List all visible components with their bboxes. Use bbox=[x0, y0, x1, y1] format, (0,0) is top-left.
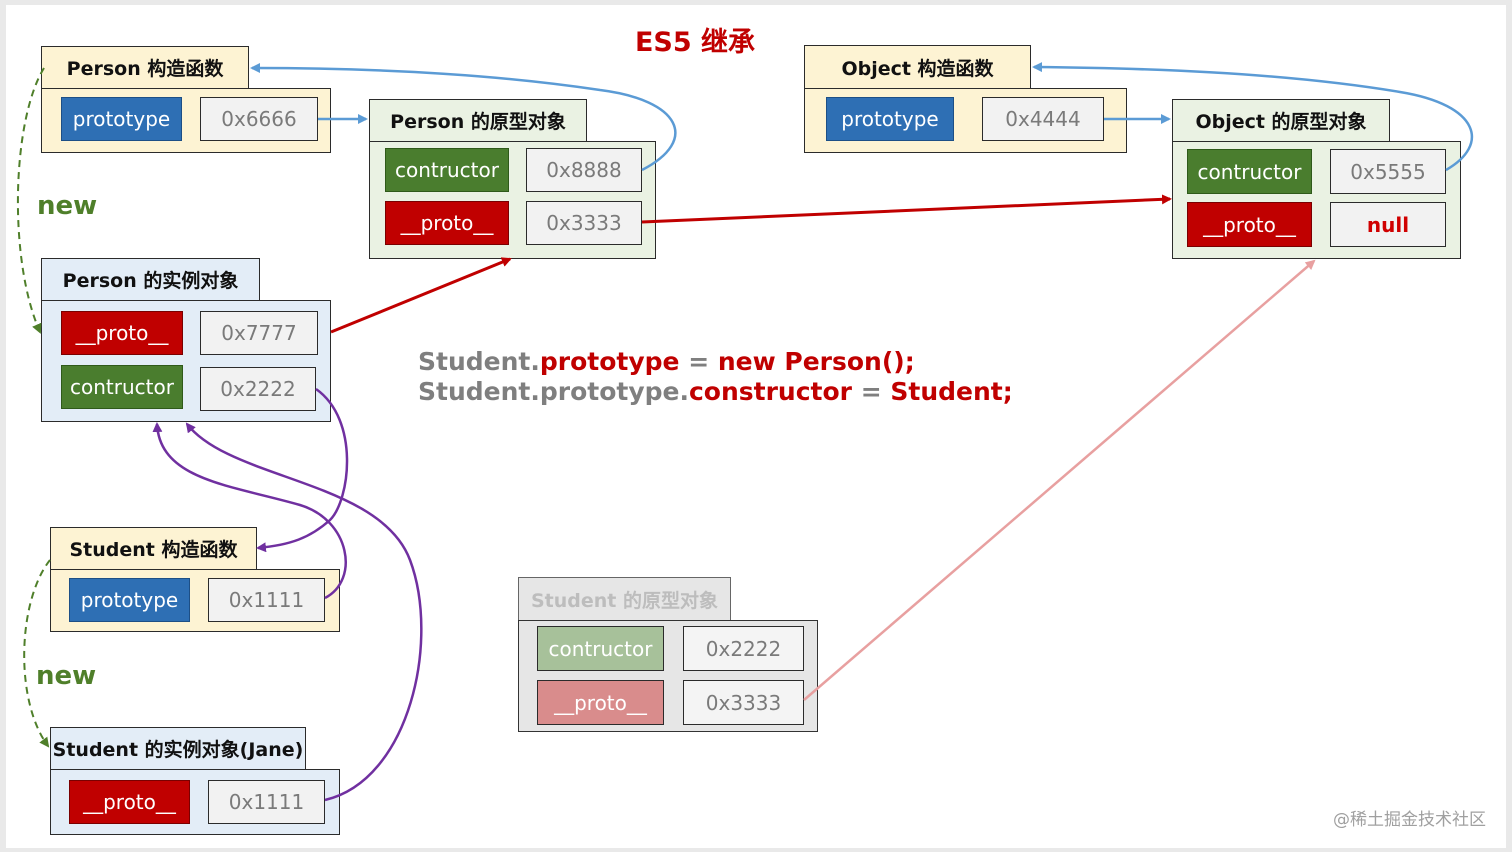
new-label-person: new bbox=[37, 191, 98, 221]
student-ctor-title: Student 构造函数 bbox=[50, 527, 257, 569]
student-proto-proto-value: 0x3333 bbox=[683, 680, 804, 725]
object-ctor-prototype-value: 0x4444 bbox=[982, 97, 1104, 141]
code-line-2: Student.prototype.constructor = Student; bbox=[418, 377, 1013, 406]
student-instance-proto-value: 0x1111 bbox=[208, 780, 325, 824]
person-proto-constructor-key: contructor bbox=[385, 148, 509, 192]
object-proto-title: Object 的原型对象 bbox=[1172, 99, 1390, 141]
person-instance-constructor-value: 0x2222 bbox=[200, 367, 316, 411]
code-annotation: Student.prototype = new Person(); Studen… bbox=[418, 347, 1013, 407]
person-ctor-prototype-key: prototype bbox=[61, 97, 182, 141]
arrow-student-proto-to-object bbox=[803, 259, 1316, 701]
arrow-student-instance-proto-to-instance bbox=[185, 422, 423, 802]
person-ctor-title: Person 构造函数 bbox=[41, 46, 249, 88]
student-proto-title: Student 的原型对象 bbox=[518, 577, 731, 620]
person-instance-proto-value: 0x7777 bbox=[200, 311, 318, 355]
object-proto-proto-value: null bbox=[1330, 202, 1446, 247]
arrow-person-proto-to-object bbox=[641, 194, 1172, 224]
arrow-instance-constructor-to-student bbox=[256, 387, 349, 553]
student-proto-constructor-value: 0x2222 bbox=[683, 626, 804, 671]
arrow-student-prototype-to-instance bbox=[152, 422, 347, 600]
student-ctor-prototype-value: 0x1111 bbox=[208, 578, 325, 622]
arrow-person-constructor bbox=[250, 63, 677, 172]
person-instance-proto-key: __proto__ bbox=[61, 311, 183, 355]
object-proto-constructor-key: contructor bbox=[1187, 149, 1312, 194]
person-proto-proto-key: __proto__ bbox=[385, 201, 509, 245]
object-proto-proto-key: __proto__ bbox=[1187, 202, 1312, 247]
person-proto-title: Person 的原型对象 bbox=[369, 99, 587, 141]
person-instance-title: Person 的实例对象 bbox=[41, 258, 260, 300]
person-proto-proto-value: 0x3333 bbox=[526, 201, 642, 245]
person-instance-constructor-key: contructor bbox=[61, 365, 183, 409]
student-instance-proto-key: __proto__ bbox=[69, 780, 190, 824]
watermark: @稀土掘金技术社区 bbox=[1333, 810, 1486, 830]
object-ctor-title: Object 构造函数 bbox=[804, 45, 1031, 88]
diagram-title: ES5 继承 bbox=[634, 27, 756, 58]
student-ctor-prototype-key: prototype bbox=[69, 578, 190, 622]
code-line-1: Student.prototype = new Person(); bbox=[418, 347, 915, 376]
person-ctor-prototype-value: 0x6666 bbox=[200, 97, 318, 141]
arrow-instance-to-person-proto bbox=[330, 257, 512, 334]
new-label-student: new bbox=[36, 661, 97, 691]
object-proto-constructor-value: 0x5555 bbox=[1330, 149, 1446, 194]
person-proto-constructor-value: 0x8888 bbox=[526, 148, 642, 192]
student-proto-proto-key: __proto__ bbox=[537, 680, 664, 725]
student-proto-constructor-key: contructor bbox=[537, 626, 664, 671]
student-instance-title: Student 的实例对象(Jane) bbox=[50, 727, 306, 769]
arrow-new-student bbox=[23, 559, 51, 748]
arrow-object-constructor bbox=[1032, 62, 1474, 172]
arrow-new-person bbox=[16, 67, 45, 334]
object-ctor-prototype-key: prototype bbox=[826, 97, 954, 141]
